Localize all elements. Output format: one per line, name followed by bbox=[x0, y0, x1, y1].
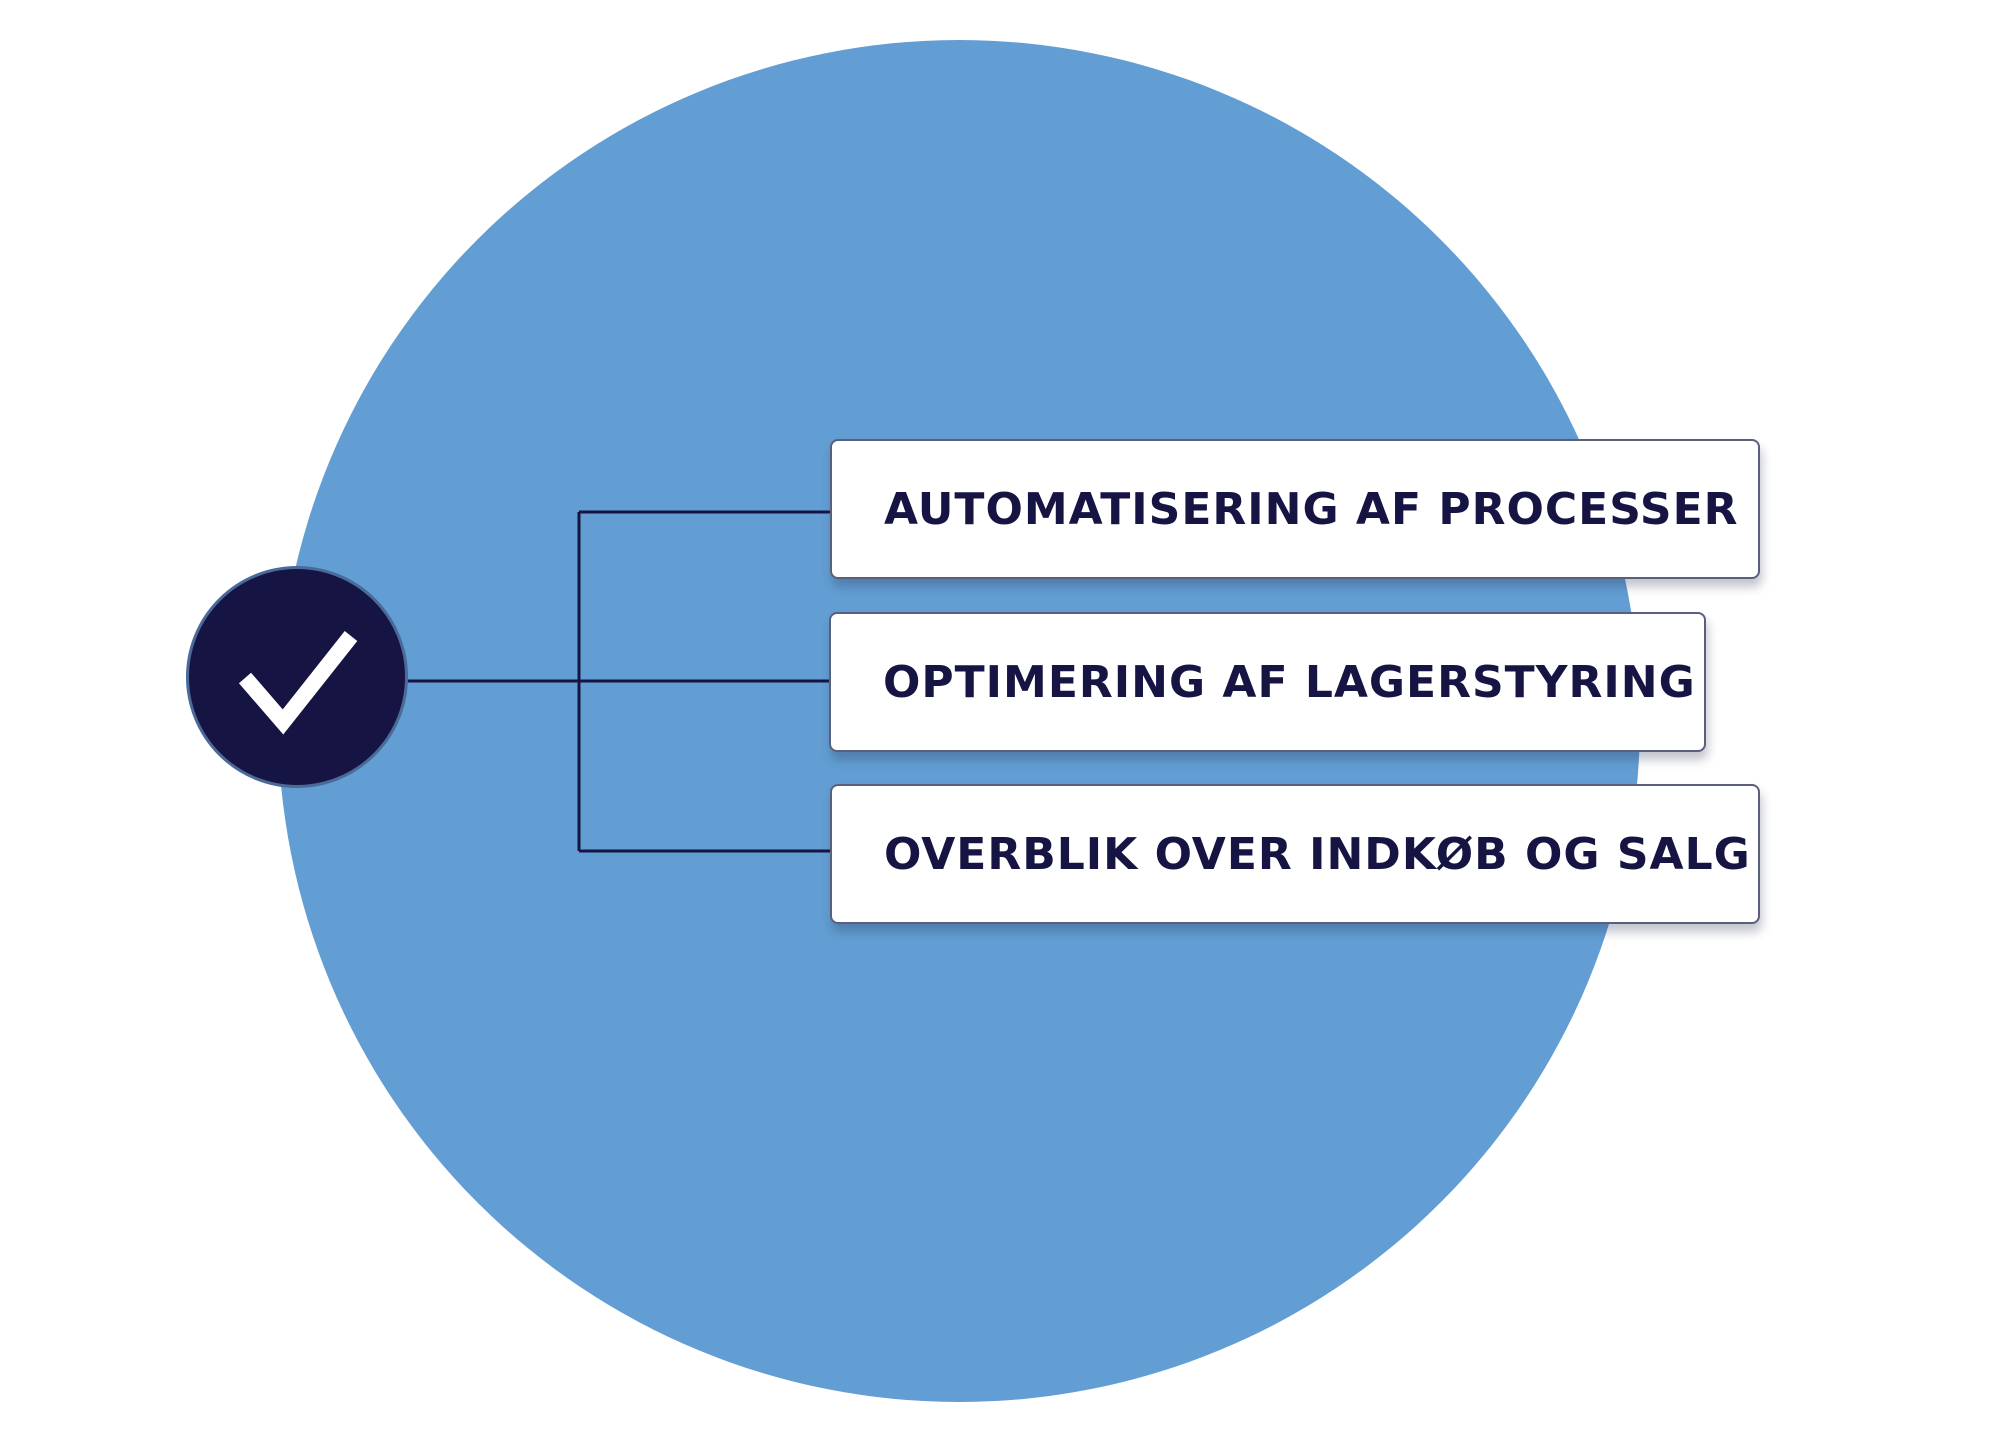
check-badge bbox=[186, 566, 408, 788]
item-box-automation: AUTOMATISERING AF PROCESSER bbox=[830, 439, 1760, 579]
item-label-overview: OVERBLIK OVER INDKØB OG SALG bbox=[884, 828, 1751, 880]
item-box-inventory: OPTIMERING AF LAGERSTYRING bbox=[829, 612, 1706, 752]
item-label-automation: AUTOMATISERING AF PROCESSER bbox=[884, 483, 1739, 535]
item-label-inventory: OPTIMERING AF LAGERSTYRING bbox=[883, 656, 1696, 708]
checkmark-icon bbox=[238, 631, 358, 735]
item-box-overview: OVERBLIK OVER INDKØB OG SALG bbox=[830, 784, 1760, 924]
